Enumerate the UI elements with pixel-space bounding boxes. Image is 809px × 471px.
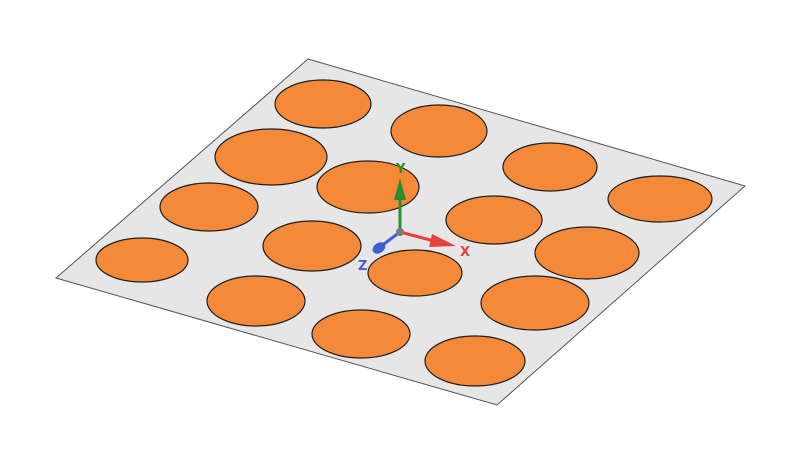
axis-origin-dot (396, 228, 404, 236)
patch-3-3[interactable] (367, 249, 463, 297)
axis-triad: Y X Z (358, 162, 470, 274)
patch-2-2[interactable] (316, 160, 420, 214)
patch-2-1[interactable] (214, 128, 328, 186)
x-axis-arrowhead (429, 234, 456, 247)
patch-2-3[interactable] (445, 195, 543, 245)
y-axis-label: Y (395, 162, 406, 177)
patch-3-1[interactable] (159, 182, 259, 232)
x-axis-line (399, 230, 435, 243)
y-axis-arrowhead (394, 178, 406, 200)
patch-4-2[interactable] (206, 275, 306, 327)
patch-1-3[interactable] (502, 142, 598, 192)
patch-1-4[interactable] (607, 175, 713, 223)
x-axis-label: X (460, 245, 470, 260)
patch-4-4[interactable] (424, 335, 526, 387)
patch-3-2[interactable] (262, 220, 362, 272)
patch-4-1[interactable] (95, 237, 189, 283)
z-axis-label: Z (358, 259, 367, 274)
patch-2-4[interactable] (534, 226, 640, 280)
z-axis-arrowhead (372, 242, 386, 254)
patch-1-1[interactable] (274, 79, 372, 129)
patch-4-3[interactable] (311, 309, 411, 359)
patch-3-4[interactable] (480, 275, 590, 331)
patch-array[interactable] (95, 79, 713, 387)
patch-1-2[interactable] (390, 104, 488, 158)
